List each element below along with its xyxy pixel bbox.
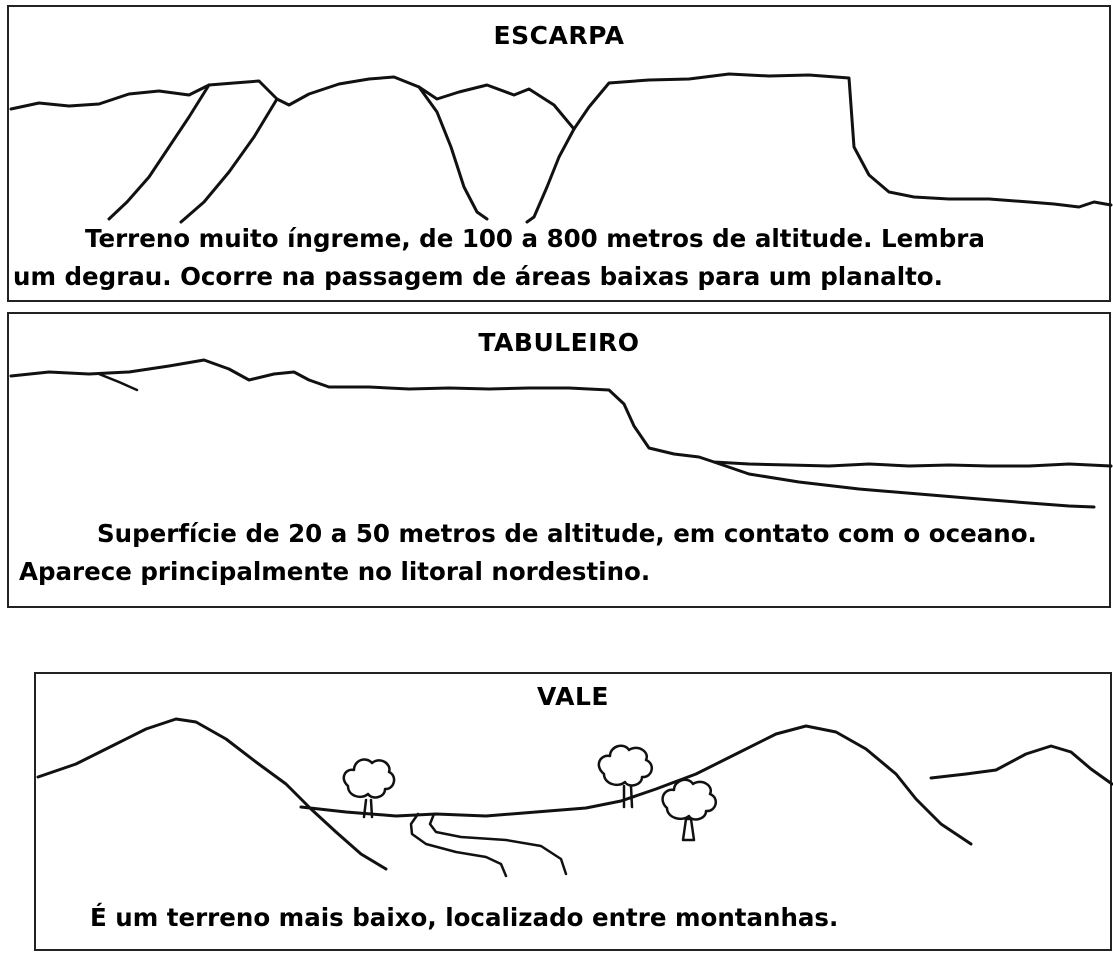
vale-illustration: [36, 717, 1113, 878]
vale-river-right-bank: [428, 812, 568, 876]
vale-right-hill: [929, 744, 1113, 786]
vale-tree-right: [661, 778, 718, 842]
tabuleiro-coastline: [712, 460, 1096, 509]
vale-panel: VALE É um terreno mais baixo, localizado…: [34, 672, 1113, 951]
escarpa-slope-4: [525, 127, 576, 224]
vale-tree-left: [342, 758, 396, 819]
escarpa-panel: ESCARPA Terreno muito íngreme, de 100 a …: [7, 5, 1113, 302]
vale-left-mountain: [36, 717, 388, 871]
vale-description: É um terreno mais baixo, localizado entr…: [90, 903, 839, 932]
vale-valley-floor: [299, 724, 973, 846]
vale-river-left-bank: [409, 812, 508, 878]
escarpa-description-line-2: um degrau. Ocorre na passagem de áreas b…: [13, 262, 943, 291]
escarpa-illustration: [9, 72, 1113, 224]
escarpa-slope-1: [107, 83, 211, 221]
tabuleiro-illustration: [9, 358, 1113, 509]
tabuleiro-notch: [97, 372, 139, 392]
escarpa-title: ESCARPA: [493, 21, 625, 50]
escarpa-slope-2: [179, 97, 279, 224]
tabuleiro-title: TABULEIRO: [478, 328, 640, 357]
tabuleiro-plateau-line: [9, 358, 1113, 468]
tabuleiro-panel: TABULEIRO Superfície de 20 a 50 metros d…: [7, 312, 1113, 608]
escarpa-description-line-1: Terreno muito íngreme, de 100 a 800 metr…: [85, 224, 985, 253]
vale-tree-middle: [597, 744, 654, 809]
tabuleiro-description-line-2: Aparece principalmente no litoral nordes…: [19, 557, 651, 586]
escarpa-slope-3: [417, 85, 489, 221]
escarpa-ridgeline: [9, 72, 1113, 209]
vale-title: VALE: [536, 682, 609, 711]
tabuleiro-description-line-1: Superfície de 20 a 50 metros de altitude…: [97, 519, 1037, 548]
